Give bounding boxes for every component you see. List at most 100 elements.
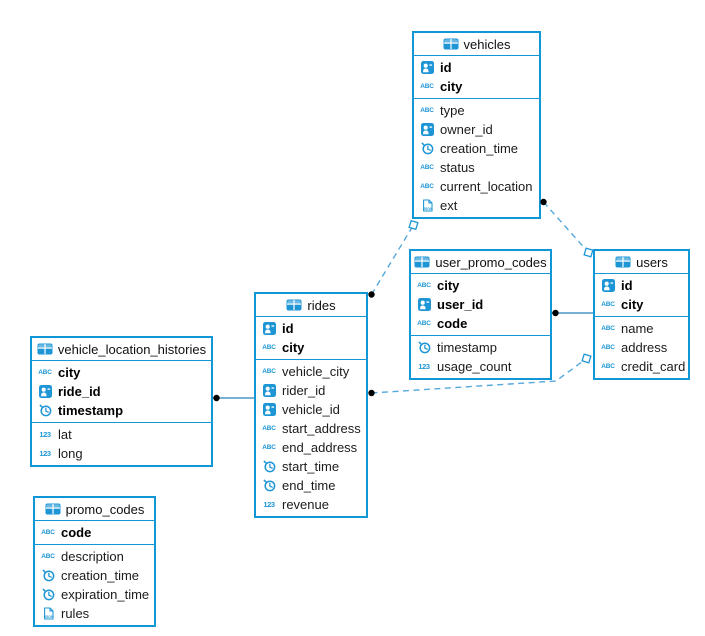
- column-row-vehicle_city[interactable]: ABC vehicle_city: [256, 362, 366, 381]
- person-id-icon: [261, 322, 277, 335]
- column-name: timestamp: [437, 340, 497, 355]
- one-end-square-marker: [408, 219, 419, 231]
- person-id-icon: [37, 385, 53, 398]
- column-name: timestamp: [58, 403, 124, 418]
- column-name: status: [440, 160, 475, 175]
- column-row-creation_time[interactable]: creation_time: [35, 566, 154, 585]
- column-name: address: [621, 340, 668, 355]
- primary-key-section: id ABC city: [595, 274, 688, 317]
- table-header[interactable]: user_promo_codes: [411, 251, 550, 274]
- column-name: credit_card: [621, 359, 686, 374]
- column-row-lat[interactable]: 123 lat: [32, 425, 211, 444]
- table-header[interactable]: promo_codes: [35, 498, 154, 521]
- column-name: type: [440, 103, 465, 118]
- table-node-user_promo_codes[interactable]: user_promo_codes ABC city user_id ABC co…: [409, 249, 552, 380]
- column-name: city: [440, 79, 463, 94]
- key-column-row-id[interactable]: id: [414, 58, 539, 77]
- key-column-row-city[interactable]: ABC city: [414, 77, 539, 96]
- column-row-end_time[interactable]: end_time: [256, 476, 366, 495]
- table-grid-icon: [443, 38, 459, 51]
- abc-text-type-icon: ABC: [417, 320, 431, 327]
- json-document-icon: JSON: [419, 199, 435, 212]
- abc-text-type-icon: ABC: [262, 444, 276, 451]
- column-name: creation_time: [440, 141, 519, 156]
- column-name: user_id: [437, 297, 484, 312]
- key-column-row-city[interactable]: ABC city: [595, 295, 688, 314]
- person-id-icon: [261, 384, 277, 397]
- column-row-ext[interactable]: JSON ext: [414, 196, 539, 215]
- abc-text-type-icon: ABC: [41, 529, 55, 536]
- column-row-revenue[interactable]: 123 revenue: [256, 495, 366, 514]
- table-name: promo_codes: [65, 501, 145, 517]
- key-column-row-city[interactable]: ABC city: [411, 276, 550, 295]
- key-column-row-code[interactable]: ABC code: [411, 314, 550, 333]
- column-row-start_address[interactable]: ABC start_address: [256, 419, 366, 438]
- table-node-rides[interactable]: rides id ABC city ABC vehicle_city rider…: [254, 292, 368, 518]
- table-header[interactable]: vehicle_location_histories: [32, 338, 211, 361]
- key-column-row-code[interactable]: ABC code: [35, 523, 154, 542]
- relationship-line-vehicles-to-users[interactable]: [542, 201, 590, 253]
- abc-text-type-icon: ABC: [262, 344, 276, 351]
- table-grid-icon: [615, 256, 631, 269]
- column-row-current_location[interactable]: ABC current_location: [414, 177, 539, 196]
- column-name: current_location: [440, 179, 533, 194]
- column-name: id: [440, 60, 452, 75]
- column-row-expiration_time[interactable]: expiration_time: [35, 585, 154, 604]
- key-column-row-city[interactable]: ABC city: [32, 363, 211, 382]
- column-name: vehicle_id: [282, 402, 340, 417]
- column-row-start_time[interactable]: start_time: [256, 457, 366, 476]
- relationship-line-rides-to-vehicles[interactable]: [370, 224, 415, 295]
- abc-text-type-icon: ABC: [262, 368, 276, 375]
- person-id-icon: [419, 61, 435, 74]
- primary-key-section: ABC city user_id ABC code: [411, 274, 550, 336]
- key-column-row-timestamp[interactable]: timestamp: [32, 401, 211, 420]
- column-row-name[interactable]: ABC name: [595, 319, 688, 338]
- key-column-row-id[interactable]: id: [595, 276, 688, 295]
- column-row-long[interactable]: 123 long: [32, 444, 211, 463]
- table-node-vehicles[interactable]: vehicles id ABC city ABC type owner_id c…: [412, 31, 541, 219]
- column-row-status[interactable]: ABC status: [414, 158, 539, 177]
- key-column-row-user_id[interactable]: user_id: [411, 295, 550, 314]
- column-row-description[interactable]: ABC description: [35, 547, 154, 566]
- table-node-users[interactable]: users id ABC city ABC name ABC address A…: [593, 249, 690, 380]
- column-row-credit_card[interactable]: ABC credit_card: [595, 357, 688, 376]
- column-row-type[interactable]: ABC type: [414, 101, 539, 120]
- column-row-usage_count[interactable]: 123 usage_count: [411, 357, 550, 376]
- column-row-rules[interactable]: JSON rules: [35, 604, 154, 623]
- primary-key-section: ABC city ride_id timestamp: [32, 361, 211, 423]
- key-column-row-city[interactable]: ABC city: [256, 338, 366, 357]
- abc-text-type-icon: ABC: [38, 369, 52, 376]
- columns-section: timestamp 123 usage_count: [411, 336, 550, 378]
- table-node-promo_codes[interactable]: promo_codes ABC code ABC description cre…: [33, 496, 156, 627]
- key-column-row-id[interactable]: id: [256, 319, 366, 338]
- column-name: id: [621, 278, 633, 293]
- column-row-creation_time[interactable]: creation_time: [414, 139, 539, 158]
- column-row-timestamp[interactable]: timestamp: [411, 338, 550, 357]
- column-name: expiration_time: [61, 587, 150, 602]
- table-name: vehicle_location_histories: [57, 341, 207, 357]
- column-name: long: [58, 446, 83, 461]
- person-id-icon: [261, 403, 277, 416]
- column-row-address[interactable]: ABC address: [595, 338, 688, 357]
- column-row-vehicle_id[interactable]: vehicle_id: [256, 400, 366, 419]
- table-grid-icon: [414, 256, 430, 269]
- clock-timestamp-icon: [261, 460, 277, 473]
- column-name: code: [437, 316, 468, 331]
- table-grid-icon: [286, 299, 302, 312]
- table-node-vehicle_location_histories[interactable]: vehicle_location_histories ABC city ride…: [30, 336, 213, 467]
- clock-timestamp-icon: [419, 142, 435, 155]
- clock-timestamp-icon: [37, 404, 53, 417]
- key-column-row-ride_id[interactable]: ride_id: [32, 382, 211, 401]
- columns-section: ABC name ABC address ABC credit_card: [595, 317, 688, 378]
- column-row-rider_id[interactable]: rider_id: [256, 381, 366, 400]
- column-row-end_address[interactable]: ABC end_address: [256, 438, 366, 457]
- person-id-icon: [416, 298, 432, 311]
- table-header[interactable]: users: [595, 251, 688, 274]
- abc-text-type-icon: ABC: [601, 325, 615, 332]
- column-name: city: [621, 297, 644, 312]
- primary-key-section: ABC code: [35, 521, 154, 545]
- column-row-owner_id[interactable]: owner_id: [414, 120, 539, 139]
- table-header[interactable]: rides: [256, 294, 366, 317]
- table-header[interactable]: vehicles: [414, 33, 539, 56]
- table-name: user_promo_codes: [435, 254, 547, 270]
